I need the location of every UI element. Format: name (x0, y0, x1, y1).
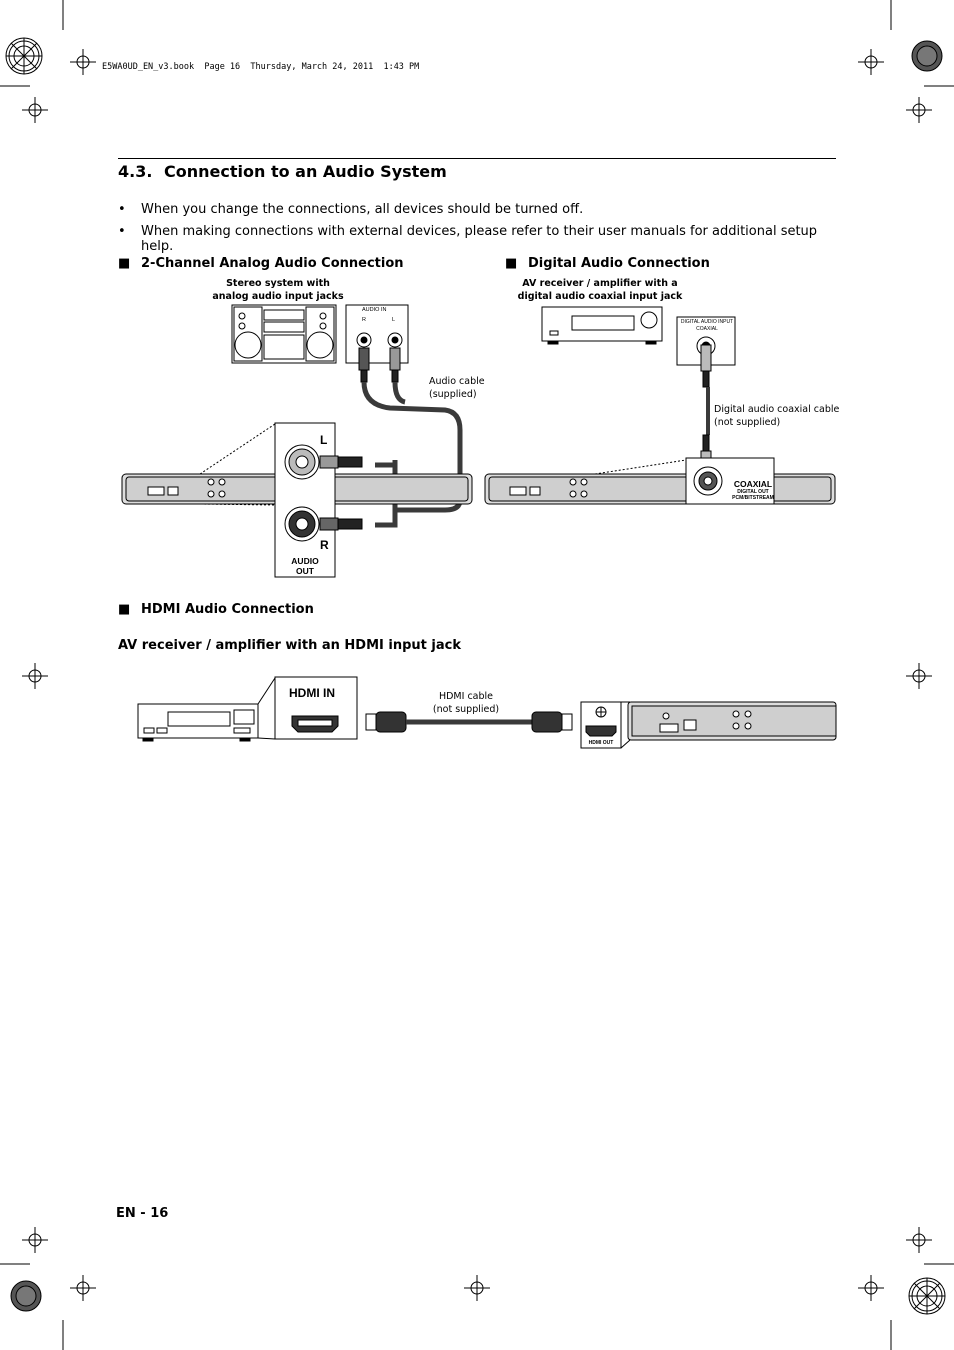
bullet-text-1: When you change the connections, all dev… (141, 202, 584, 217)
section-number: 4.3. (118, 162, 153, 181)
square-bullet-hdmi: ■ (118, 602, 131, 617)
hdmi-cable (365, 711, 573, 733)
square-bullet-digital: ■ (505, 256, 518, 271)
hdmi-in-label: HDMI IN (289, 686, 335, 700)
audio-in-jack-l: L (392, 317, 396, 323)
coaxial-input-label: DIGITAL AUDIO INPUT COAXIAL (680, 319, 734, 332)
callout-label-r: R (320, 538, 329, 552)
hdmi-subheading: AV receiver / amplifier with an HDMI inp… (118, 638, 461, 653)
audio-in-jack-r: R (362, 317, 366, 323)
player-digital (484, 457, 836, 505)
section-title: Connection to an Audio System (164, 162, 447, 181)
hdmi-cable-caption: HDMI cable (not supplied) (432, 691, 500, 715)
hdmi-heading: HDMI Audio Connection (141, 602, 314, 617)
audio-cable-caption: Audio cable (supplied) (429, 376, 485, 400)
digital-out-label: DIGITAL OUT PCM/BITSTREAM (732, 489, 774, 501)
section-rule (118, 158, 836, 159)
stereo-system-illustration (231, 304, 337, 364)
hdmi-out-callout (580, 701, 631, 749)
rca-plugs-top (358, 347, 401, 383)
bullet-dot-1: • (118, 202, 126, 217)
bullet-dot-2: • (118, 224, 126, 239)
audio-out-callout (274, 422, 363, 578)
analog-heading: 2-Channel Analog Audio Connection (141, 256, 404, 271)
coaxial-cable-caption: Digital audio coaxial cable (not supplie… (714, 404, 840, 428)
square-bullet-analog: ■ (118, 256, 131, 271)
av-receiver-illustration (541, 306, 663, 345)
coaxial-label: COAXIAL (733, 479, 773, 489)
audio-cable (361, 381, 463, 513)
bullet-text-2: When making connections with external de… (141, 224, 818, 254)
hdmi-in-callout (274, 676, 358, 740)
hdmi-out-label: HDMI OUT (588, 740, 614, 746)
digital-heading: Digital Audio Connection (528, 256, 710, 271)
player-hdmi (627, 701, 837, 741)
stereo-caption: Stereo system with analog audio input ja… (212, 278, 344, 302)
audio-out-label: AUDIO OUT (291, 556, 319, 576)
page-number: EN - 16 (116, 1206, 169, 1221)
audio-in-label: AUDIO IN (362, 307, 387, 313)
callout-label-l: L (320, 433, 328, 447)
hdmi-av-receiver-illustration (137, 677, 276, 742)
av-receiver-caption: AV receiver / amplifier with a digital a… (517, 278, 683, 302)
book-info-header: E5WA0UD_EN_v3.book Page 16 Thursday, Mar… (102, 62, 420, 72)
